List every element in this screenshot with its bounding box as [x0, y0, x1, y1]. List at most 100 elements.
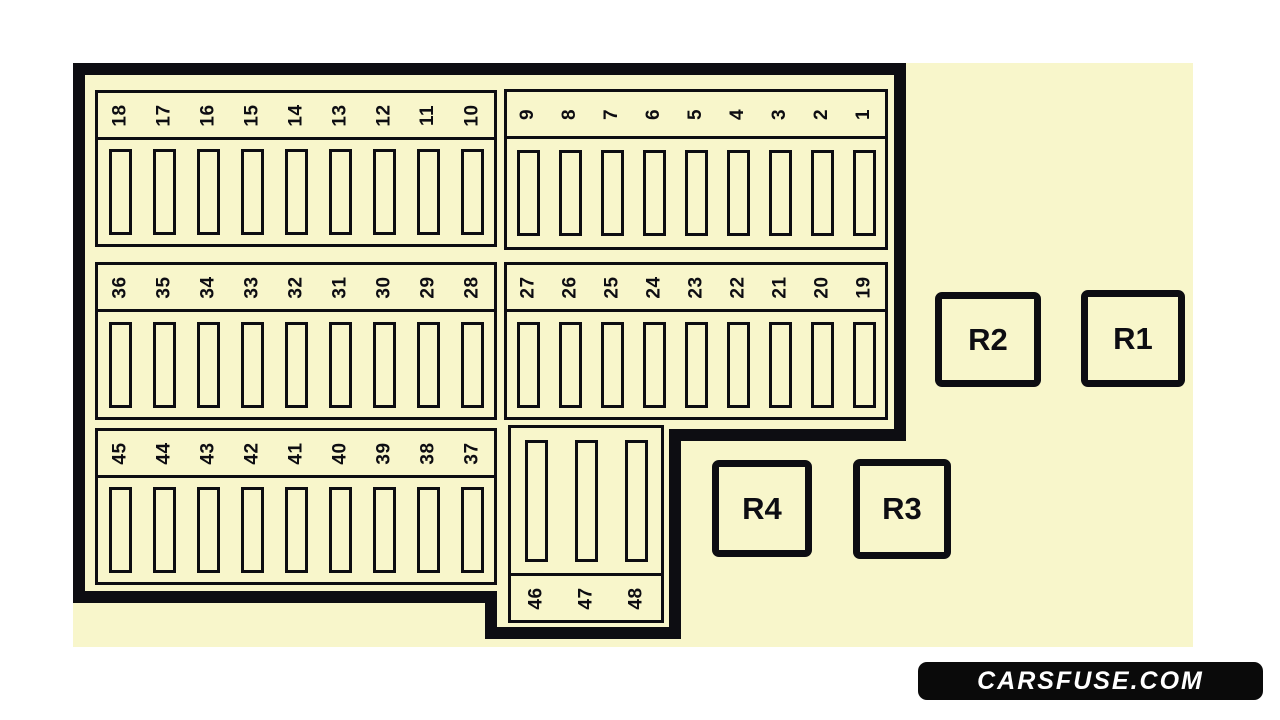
fuse-number: 48	[625, 586, 647, 610]
fuse-slot-15	[240, 149, 264, 235]
fuse-number: 39	[373, 441, 395, 465]
fuse-cell	[186, 478, 230, 582]
fuse-cell	[362, 478, 406, 582]
fuse-number-cell: 14	[274, 93, 318, 137]
fuse-cell	[675, 139, 717, 247]
fuse-number: 38	[417, 441, 439, 465]
fuse-number-cell: 17	[142, 93, 186, 137]
fuse-number-cell: 18	[98, 93, 142, 137]
fuse-number: 46	[525, 586, 547, 610]
fuse-slot-30	[372, 321, 396, 408]
fuse-number-cell: 35	[142, 265, 186, 309]
fuse-number: 4	[727, 108, 749, 120]
fuse-cell	[801, 312, 843, 417]
fuse-number-cell: 29	[406, 265, 450, 309]
fuse-cell	[843, 139, 885, 247]
fuse-number-cell: 6	[633, 92, 675, 136]
fuse-cell	[274, 478, 318, 582]
fuse-number: 25	[601, 275, 623, 299]
fuse-cell	[759, 139, 801, 247]
fuse-slot-21	[768, 321, 792, 408]
fuse-number: 23	[685, 275, 707, 299]
fuse-number-cell: 28	[450, 265, 494, 309]
fuse-number: 26	[559, 275, 581, 299]
fuse-number: 42	[241, 441, 263, 465]
fuse-cell	[717, 312, 759, 417]
fuse-number-cell: 26	[549, 265, 591, 309]
fuse-number: 14	[285, 103, 307, 127]
fuse-slot-row	[511, 428, 661, 573]
fuse-number: 12	[373, 103, 395, 127]
fuse-slot-row	[98, 140, 494, 244]
fuse-slot-7	[600, 150, 624, 236]
relay-r1: R1	[1081, 290, 1185, 387]
fuse-number-cell: 21	[759, 265, 801, 309]
fuse-number-cell: 43	[186, 431, 230, 475]
fuse-cell	[843, 312, 885, 417]
fuse-cell	[717, 139, 759, 247]
fuse-number: 20	[811, 275, 833, 299]
fuse-slot-4	[726, 150, 750, 236]
fuse-number: 5	[685, 108, 707, 120]
fuse-cell	[406, 140, 450, 244]
relay-r2: R2	[935, 292, 1041, 387]
fuse-cell	[549, 139, 591, 247]
fuse-cell	[450, 478, 494, 582]
fuse-cell	[230, 478, 274, 582]
fuse-number: 29	[417, 275, 439, 299]
fuse-slot-10	[460, 149, 484, 235]
fuse-cell	[98, 140, 142, 244]
fuse-slot-31	[328, 321, 352, 408]
fuse-number: 32	[285, 275, 307, 299]
fuse-cell	[591, 139, 633, 247]
fuse-cell	[230, 312, 274, 417]
fuse-number-cell: 9	[507, 92, 549, 136]
fuse-slot-20	[810, 321, 834, 408]
fuse-slot-18	[108, 149, 132, 235]
fuse-cell	[274, 140, 318, 244]
fuse-number-cell: 13	[318, 93, 362, 137]
fuse-number: 17	[153, 103, 175, 127]
fuse-slot-row	[98, 478, 494, 582]
fuse-slot-6	[642, 150, 666, 236]
fuse-number-cell: 42	[230, 431, 274, 475]
relay-label: R4	[742, 490, 782, 526]
fuse-number: 8	[559, 108, 581, 120]
fuse-slot-24	[642, 321, 666, 408]
fuse-number: 44	[153, 441, 175, 465]
fuse-number-cell: 22	[717, 265, 759, 309]
fuse-slot-44	[152, 487, 176, 573]
fuse-cell	[507, 312, 549, 417]
fuse-number: 1	[853, 108, 875, 120]
fuse-number: 6	[643, 108, 665, 120]
fuse-number-cell: 33	[230, 265, 274, 309]
fuse-slot-40	[328, 487, 352, 573]
fuse-number-cell: 44	[142, 431, 186, 475]
relay-r3: R3	[853, 459, 951, 559]
fuse-number: 41	[285, 441, 307, 465]
fuse-number: 13	[329, 103, 351, 127]
fuse-number-cell: 25	[591, 265, 633, 309]
fuse-slot-36	[108, 321, 132, 408]
fuse-cell	[759, 312, 801, 417]
fuse-cell	[362, 312, 406, 417]
fuse-slot-34	[196, 321, 220, 408]
fuse-cell	[561, 428, 611, 573]
fuse-cell	[318, 478, 362, 582]
fuse-number: 2	[811, 108, 833, 120]
fuse-slot-2	[810, 150, 834, 236]
fuse-number-cell: 24	[633, 265, 675, 309]
fuse-cell	[318, 140, 362, 244]
fuse-slot-29	[416, 321, 440, 408]
fuse-cell	[406, 478, 450, 582]
fuse-cell	[98, 312, 142, 417]
fuse-cell	[142, 140, 186, 244]
fuse-number-cell: 40	[318, 431, 362, 475]
fuse-number: 28	[461, 275, 483, 299]
